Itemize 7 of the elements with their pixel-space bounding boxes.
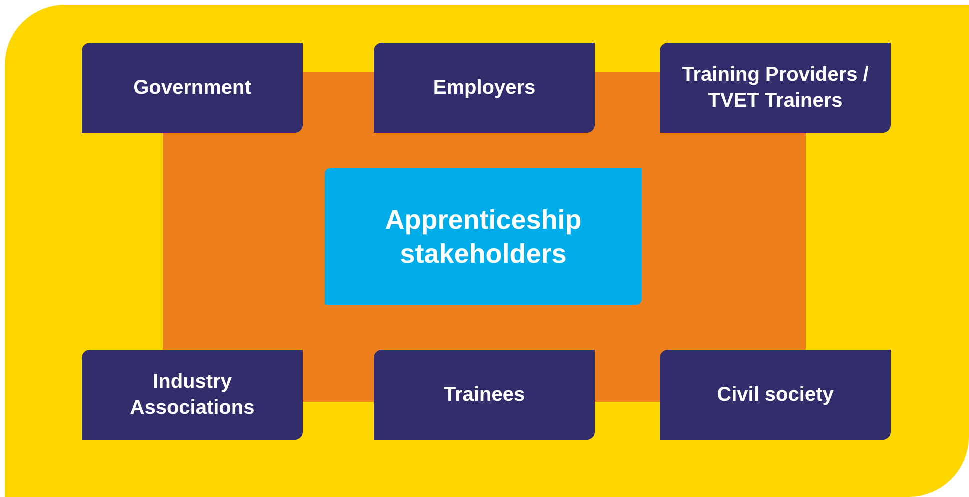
stakeholder-box: Government	[82, 43, 303, 133]
central-box: Apprenticeship stakeholders	[325, 168, 642, 305]
stakeholder-box: Training Providers / TVET Trainers	[660, 43, 891, 133]
stakeholder-box: Trainees	[374, 350, 595, 440]
stakeholder-box: Civil society	[660, 350, 891, 440]
stakeholder-box: Employers	[374, 43, 595, 133]
stakeholder-box: Industry Associations	[82, 350, 303, 440]
